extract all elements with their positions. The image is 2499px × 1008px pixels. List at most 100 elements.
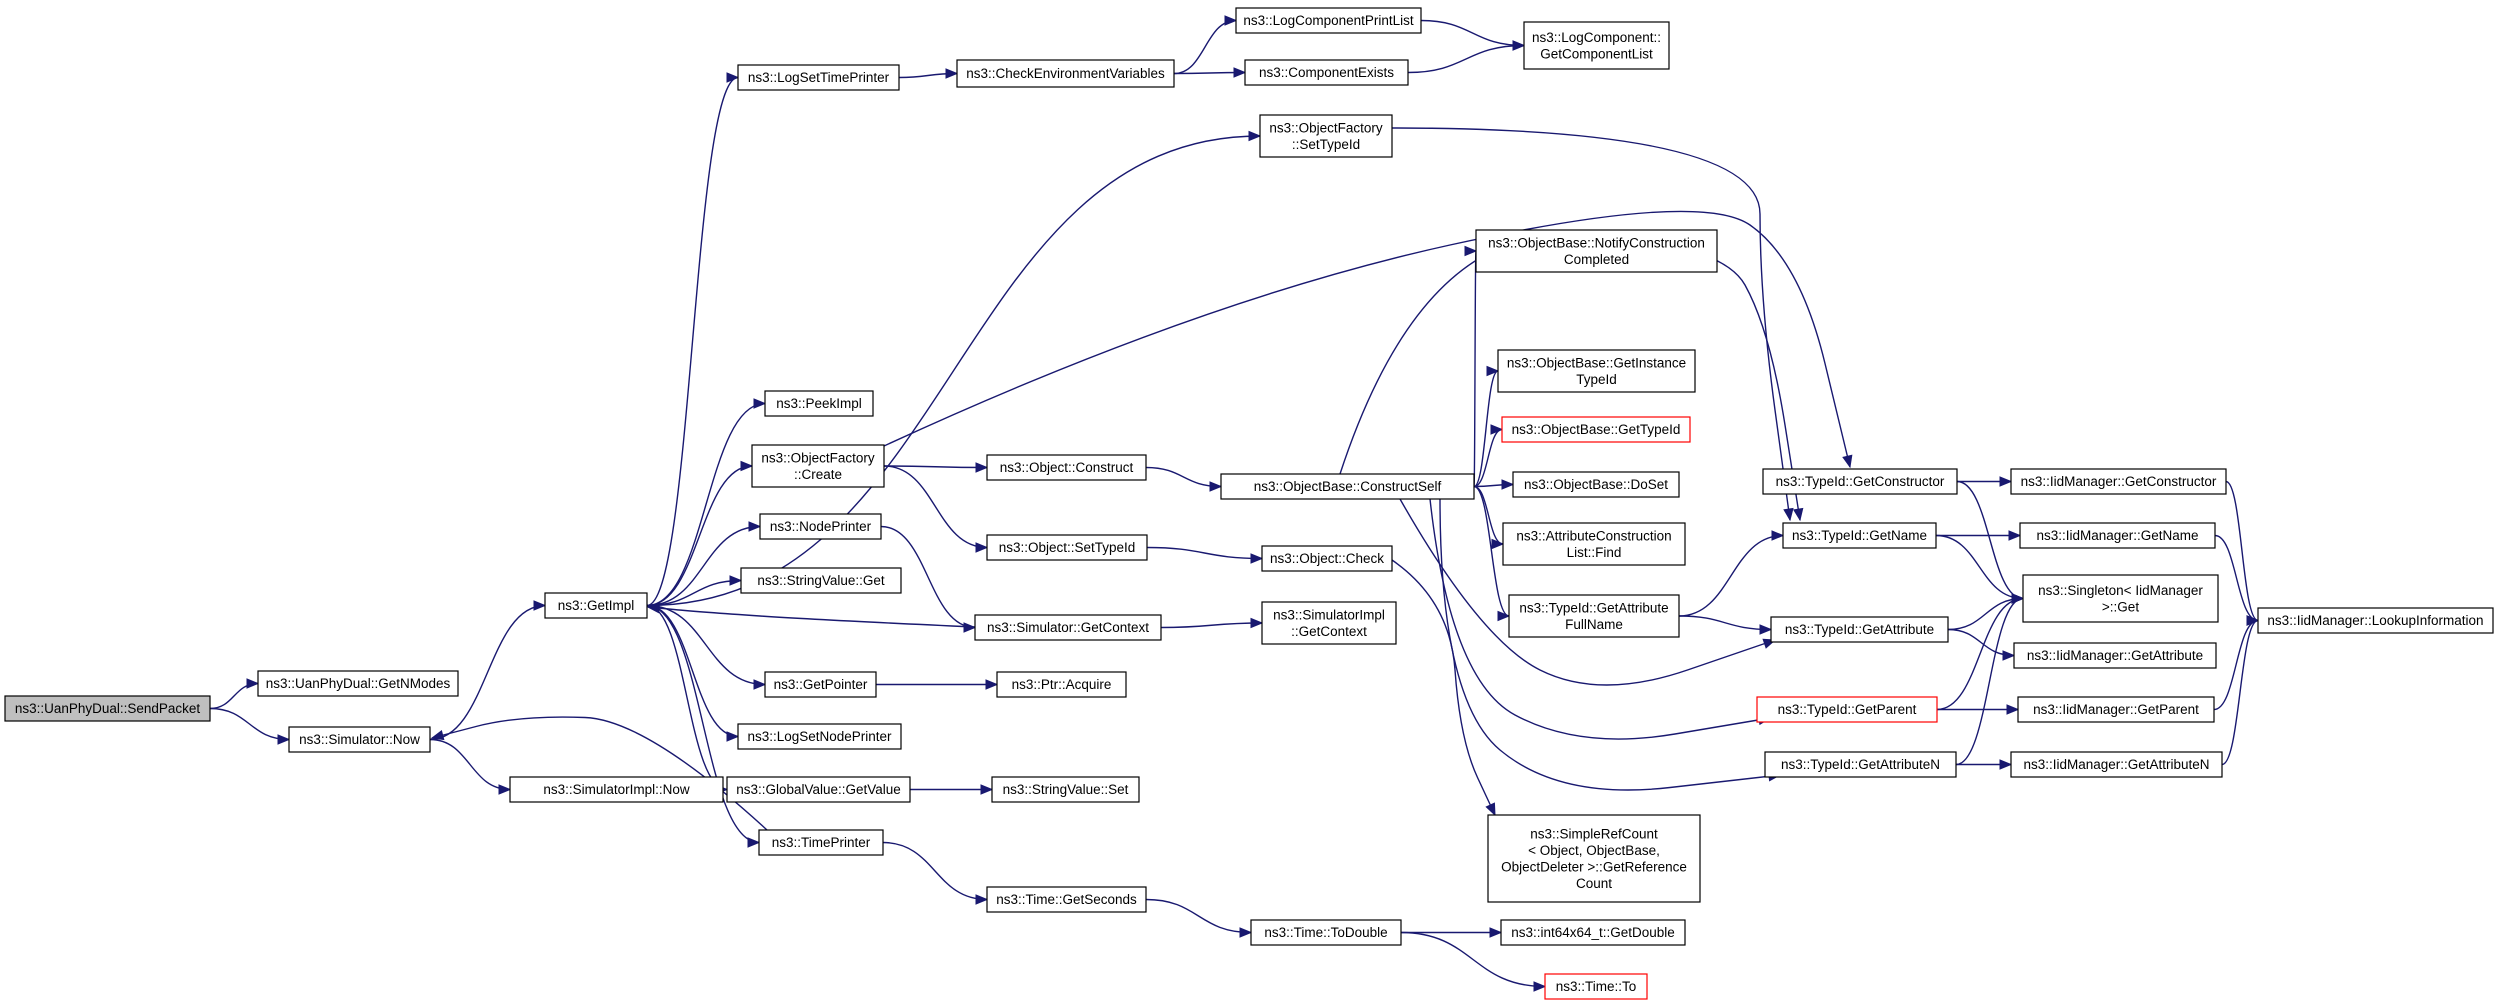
node-getpointer[interactable]: ns3::GetPointer [764, 671, 877, 698]
node-componentexists[interactable]: ns3::ComponentExists [1244, 59, 1409, 86]
node-box [986, 886, 1147, 913]
node-simimpl-now[interactable]: ns3::SimulatorImpl::Now [509, 776, 724, 803]
edge-line [646, 76, 739, 607]
node-ob-doset[interactable]: ns3::ObjectBase::DoSet [1512, 471, 1680, 498]
arrowhead [1771, 530, 1785, 541]
node-getimpl[interactable]: ns3::GetImpl [544, 592, 648, 619]
node-typeid-getconstructor[interactable]: ns3::TypeId::GetConstructor [1762, 468, 1958, 495]
edge-line [1473, 485, 1510, 617]
edge-line [1145, 898, 1252, 934]
node-logsetnodeprinter[interactable]: ns3::LogSetNodePrinter [737, 723, 902, 750]
node-typeid-getname[interactable]: ns3::TypeId::GetName [1782, 522, 1937, 549]
node-ptr-acquire[interactable]: ns3::Ptr::Acquire [996, 671, 1127, 698]
arrowhead [1250, 617, 1264, 629]
node-label: ns3::GetPointer [774, 677, 868, 692]
node-int64x64-getdouble[interactable]: ns3::int64x64_t::GetDouble [1500, 919, 1686, 946]
node-obj-construct[interactable]: ns3::Object::Construct [986, 454, 1147, 481]
edge-getimpl-to-globalvalue-getvalue [646, 604, 729, 795]
node-stringvalue-set[interactable]: ns3::StringValue::Set [991, 776, 1140, 803]
node-simplerefcount[interactable]: ns3::SimpleRefCount< Object, ObjectBase,… [1487, 814, 1701, 903]
arrowhead [1999, 476, 2013, 487]
node-label: ns3::Time::GetSeconds [996, 892, 1137, 907]
node-box [764, 390, 874, 417]
edge-sim-now-to-simimpl-now [429, 738, 512, 795]
node-stringvalue-get[interactable]: ns3::StringValue::Get [740, 567, 902, 594]
node-iid-getattribute[interactable]: ns3::IidManager::GetAttribute [2013, 642, 2217, 669]
node-timeprinter[interactable]: ns3::TimePrinter [758, 829, 884, 856]
node-typeid-getattribute[interactable]: ns3::TypeId::GetAttribute [1770, 616, 1949, 643]
edge-line [209, 707, 290, 741]
node-ob-constructself[interactable]: ns3::ObjectBase::ConstructSelf [1220, 473, 1475, 500]
edge-typeid-getname-to-iid-getname [1936, 530, 2022, 541]
edge-line [1391, 559, 1496, 816]
node-label: ::GetContext [1291, 624, 1367, 639]
edge-typeid-getname-to-singleton-get [1935, 534, 2025, 604]
node-label: ::Create [794, 467, 842, 482]
arrowhead [1224, 15, 1238, 26]
node-label: ns3::TypeId::GetAttribute [1519, 600, 1668, 615]
node-iid-getconstructor[interactable]: ns3::IidManager::GetConstructor [2010, 468, 2227, 495]
node-box [1544, 973, 1648, 1000]
node-label: ns3::IidManager::LookupInformation [2267, 613, 2483, 628]
node-globalvalue-getvalue[interactable]: ns3::GlobalValue::GetValue [726, 776, 911, 803]
node-logcomponentprintlist[interactable]: ns3::LogComponentPrintList [1235, 7, 1422, 34]
node-sim-getcontext[interactable]: ns3::Simulator::GetContext [974, 614, 1162, 641]
node-box [1508, 594, 1680, 638]
node-time-to[interactable]: ns3::Time::To [1544, 973, 1648, 1000]
edge-line [646, 525, 761, 607]
edge-typeid-getattributen-to-iid-getattributen [1956, 759, 2013, 770]
edge-line [1473, 250, 1477, 488]
node-label: ns3::LogSetTimePrinter [748, 70, 890, 85]
node-obj-settypeid[interactable]: ns3::Object::SetTypeId [986, 534, 1148, 561]
node-simimpl-getcontext[interactable]: ns3::SimulatorImpl::GetContext [1261, 601, 1397, 645]
edge-line [880, 525, 976, 629]
edge-ob-constructself-to-notifyconstruction [1464, 245, 1478, 488]
edge-line [646, 402, 766, 607]
node-iid-lookupinformation[interactable]: ns3::IidManager::LookupInformation [2257, 607, 2494, 634]
node-label: ObjectDeleter >::GetReference [1501, 859, 1687, 874]
node-sendpacket[interactable]: ns3::UanPhyDual::SendPacket [4, 695, 211, 722]
node-box [986, 454, 1147, 481]
edge-line [1400, 931, 1546, 988]
node-label: ns3::SimpleRefCount [1530, 826, 1658, 841]
arrowhead [747, 837, 761, 848]
node-obj-check[interactable]: ns3::Object::Check [1261, 545, 1393, 572]
node-typeid-getattributen[interactable]: ns3::TypeId::GetAttributeN [1764, 751, 1957, 778]
node-iid-getattributen[interactable]: ns3::IidManager::GetAttributeN [2010, 751, 2223, 778]
node-notifyconstruction[interactable]: ns3::ObjectBase::NotifyConstructionCompl… [1475, 229, 1718, 273]
node-box [1487, 814, 1701, 903]
node-sim-now[interactable]: ns3::Simulator::Now [288, 726, 431, 753]
arrowhead [1233, 67, 1247, 78]
node-box [2257, 607, 2494, 634]
edge-typeid-getattribute-to-iid-getattribute [1947, 628, 2016, 661]
node-singleton-get[interactable]: ns3::Singleton< IidManager>::Get [2022, 574, 2219, 623]
node-peekimpl[interactable]: ns3::PeekImpl [764, 390, 874, 417]
node-ob-gettypeid[interactable]: ns3::ObjectBase::GetTypeId [1501, 416, 1691, 443]
arrowhead [1512, 40, 1526, 51]
edge-line [1420, 19, 1525, 47]
node-time-todouble[interactable]: ns3::Time::ToDouble [1250, 919, 1402, 946]
node-getnmodes[interactable]: ns3::UanPhyDual::GetNModes [257, 670, 459, 697]
node-box [759, 513, 882, 540]
node-getcomponentlist[interactable]: ns3::LogComponent::GetComponentList [1523, 21, 1670, 70]
edge-time-todouble-to-time-to [1400, 931, 1547, 992]
node-typeid-getparent[interactable]: ns3::TypeId::GetParent [1756, 696, 1938, 723]
node-logsettimeprinter[interactable]: ns3::LogSetTimePrinter [737, 64, 900, 91]
node-time-getseconds[interactable]: ns3::Time::GetSeconds [986, 886, 1147, 913]
arrowhead [1793, 507, 1804, 522]
node-label: ns3::ObjectBase::DoSet [1524, 477, 1668, 492]
arrowhead [1533, 981, 1547, 992]
node-of-settypeid[interactable]: ns3::ObjectFactory::SetTypeId [1259, 114, 1393, 158]
node-label: ns3::ObjectBase::NotifyConstruction [1488, 235, 1705, 250]
node-of-create[interactable]: ns3::ObjectFactory::Create [751, 444, 885, 488]
node-nodeprinter[interactable]: ns3::NodePrinter [759, 513, 882, 540]
node-label: ns3::IidManager::GetAttribute [2027, 648, 2203, 663]
edge-line [1935, 534, 2024, 600]
node-iid-getname[interactable]: ns3::IidManager::GetName [2019, 522, 2216, 549]
node-checkenv[interactable]: ns3::CheckEnvironmentVariables [956, 59, 1175, 88]
node-iid-getparent[interactable]: ns3::IidManager::GetParent [2017, 696, 2215, 723]
node-box [1502, 522, 1686, 566]
